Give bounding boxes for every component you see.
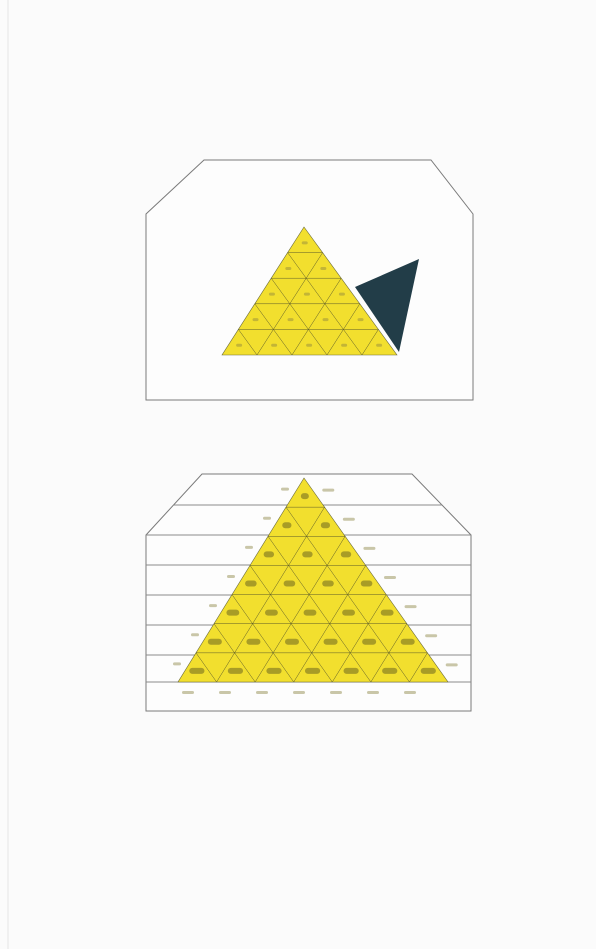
row-side-mark-left xyxy=(245,546,253,549)
base-mark xyxy=(219,691,231,694)
row-side-mark-left xyxy=(281,488,289,491)
row-side-mark-right xyxy=(425,634,437,637)
cell-mark xyxy=(304,293,310,296)
cell-mark xyxy=(266,668,281,674)
cell-mark xyxy=(302,241,308,244)
base-mark xyxy=(293,691,305,694)
row-side-mark-left xyxy=(173,662,181,665)
base-mark xyxy=(330,691,342,694)
cell-mark xyxy=(361,580,373,586)
row-side-mark-left xyxy=(227,575,235,578)
cell-mark xyxy=(320,267,326,270)
cell-mark xyxy=(208,639,222,645)
cell-mark xyxy=(401,639,415,645)
base-mark xyxy=(182,691,194,694)
cell-mark xyxy=(341,344,347,347)
cell-mark xyxy=(226,610,239,616)
cell-mark xyxy=(321,522,330,528)
cell-mark xyxy=(306,344,312,347)
cell-mark xyxy=(341,551,351,557)
row-side-mark-left xyxy=(209,604,217,607)
base-mark xyxy=(404,691,416,694)
cell-mark xyxy=(339,293,345,296)
row-side-mark-right xyxy=(363,547,375,550)
cell-mark xyxy=(342,610,355,616)
cell-mark xyxy=(288,318,294,321)
row-side-mark-right xyxy=(343,518,355,521)
cell-mark xyxy=(269,293,275,296)
upper-panel xyxy=(146,160,473,400)
row-side-mark-right xyxy=(446,663,458,666)
cell-mark xyxy=(358,318,364,321)
cell-mark xyxy=(305,668,320,674)
cell-mark xyxy=(322,580,334,586)
cell-mark xyxy=(301,493,309,499)
cell-mark xyxy=(189,668,204,674)
lower-panel xyxy=(146,474,471,711)
cell-mark xyxy=(282,522,291,528)
cell-mark xyxy=(246,639,260,645)
cell-mark xyxy=(323,318,329,321)
row-side-mark-right xyxy=(405,605,417,608)
row-side-mark-right xyxy=(322,489,334,492)
cell-mark xyxy=(236,344,242,347)
cell-mark xyxy=(344,668,359,674)
row-side-mark-right xyxy=(384,576,396,579)
base-mark xyxy=(256,691,268,694)
cell-mark xyxy=(285,639,299,645)
cell-mark xyxy=(324,639,338,645)
row-side-mark-left xyxy=(263,517,271,520)
cell-mark xyxy=(382,668,397,674)
cell-mark xyxy=(284,580,296,586)
cell-mark xyxy=(362,639,376,645)
cell-mark xyxy=(228,668,243,674)
cell-mark xyxy=(245,580,257,586)
cell-mark xyxy=(285,267,291,270)
cell-mark xyxy=(304,610,317,616)
cell-mark xyxy=(264,551,274,557)
cell-mark xyxy=(381,610,394,616)
cell-mark xyxy=(253,318,259,321)
cell-mark xyxy=(302,551,312,557)
cell-mark xyxy=(376,344,382,347)
base-mark xyxy=(367,691,379,694)
row-side-mark-left xyxy=(191,633,199,636)
cell-mark xyxy=(421,668,436,674)
cell-mark xyxy=(271,344,277,347)
cell-mark xyxy=(265,610,278,616)
